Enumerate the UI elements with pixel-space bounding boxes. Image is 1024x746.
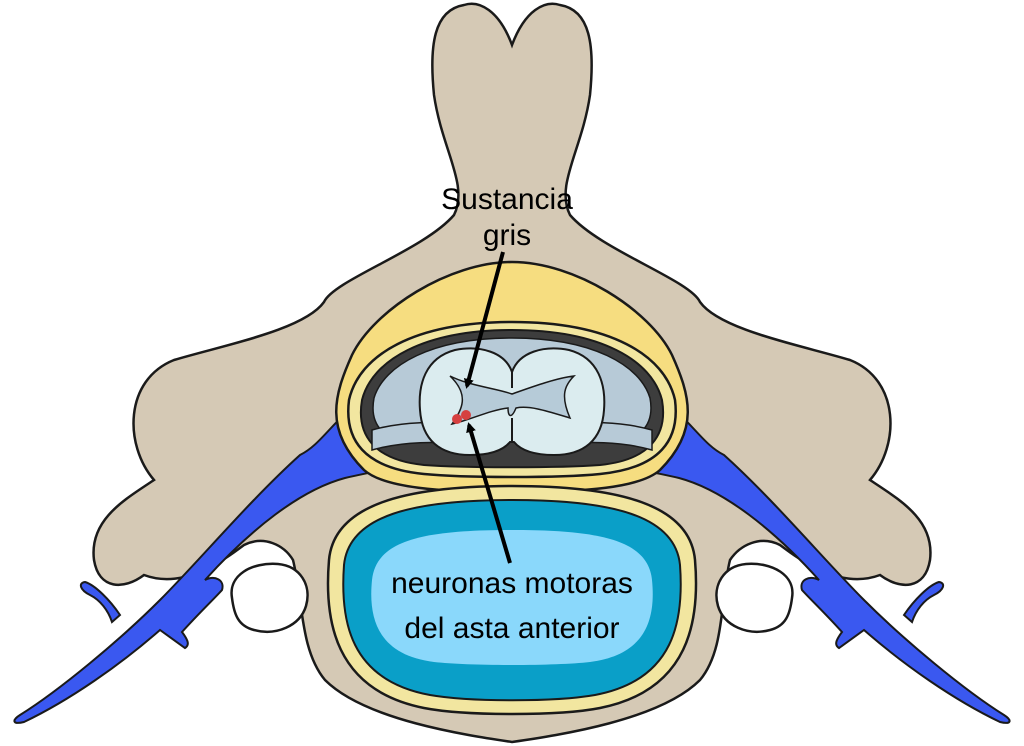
motor-neurons-label-line1: neuronas motoras [391, 567, 633, 600]
motor-neurons-label-line2: del asta anterior [404, 612, 619, 645]
right-transverse-foramen [715, 562, 794, 633]
gray-matter-label-line1: Sustancia [441, 183, 573, 216]
gray-matter-arrow [463, 251, 505, 389]
left-spinal-nerve [13, 398, 402, 724]
right-nerve-branch [902, 580, 945, 624]
motor-neuron-dot-1 [452, 414, 462, 424]
left-nerve-branch [79, 580, 122, 624]
vertebral-body-inner [371, 530, 653, 665]
motor-neuron-arrow [466, 422, 512, 564]
motor-neuron-dot-2 [461, 410, 471, 420]
gray-matter-label-line2: gris [483, 219, 531, 252]
left-transverse-foramen [230, 562, 309, 633]
right-spinal-nerve [622, 398, 1011, 724]
